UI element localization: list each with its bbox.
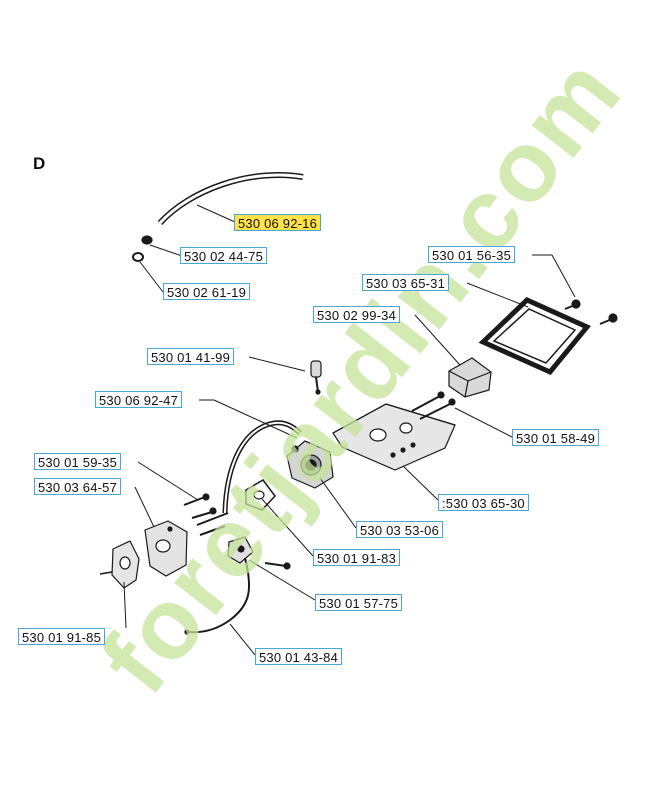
part-label-530-01-91-85[interactable]: 530 01 91-85 <box>18 628 106 645</box>
part-label-530-01-56-35[interactable]: 530 01 56-35 <box>428 246 516 263</box>
part-label-530-06-92-16[interactable]: 530 06 92-16 <box>234 214 322 231</box>
part-label-530-01-59-35[interactable]: 530 01 59-35 <box>34 453 122 470</box>
housing-screws-part <box>411 391 456 420</box>
fuel-hose-part <box>157 171 304 226</box>
part-label-530-03-53-06[interactable]: 530 03 53-06 <box>356 521 444 538</box>
flange-gasket-part <box>99 540 140 589</box>
part-label-530-02-61-19[interactable]: 530 02 61-19 <box>163 283 251 300</box>
part-label-530-03-65-31[interactable]: 530 03 65-31 <box>362 274 450 291</box>
leader-lines <box>123 204 576 656</box>
part-label-530-03-65-30[interactable]: :530 03 65-30 <box>438 494 529 511</box>
part-label-530-03-64-57[interactable]: 530 03 64-57 <box>34 478 122 495</box>
fitting-part <box>132 235 153 262</box>
plate-part <box>196 512 229 536</box>
part-label-530-01-91-83[interactable]: 530 01 91-83 <box>313 549 401 566</box>
part-label-530-01-58-49[interactable]: 530 01 58-49 <box>512 429 600 446</box>
throttle-wire-part <box>184 557 251 635</box>
impulse-hose-part <box>222 420 302 514</box>
part-label-530-06-92-47[interactable]: 530 06 92-47 <box>95 391 183 408</box>
bracket-part <box>227 536 291 570</box>
intake-manifold-part <box>144 520 188 577</box>
section-letter: D <box>33 154 46 173</box>
part-label-530-02-99-34[interactable]: 530 02 99-34 <box>313 306 401 323</box>
filter-housing-part <box>332 403 456 471</box>
filter-frame-part <box>478 297 592 376</box>
part-label-530-01-43-84[interactable]: 530 01 43-84 <box>255 648 343 665</box>
filter-element-part <box>448 357 492 398</box>
gasket-part <box>245 479 276 511</box>
adjuster-part <box>310 360 322 395</box>
part-label-530-01-41-99[interactable]: 530 01 41-99 <box>147 348 235 365</box>
carburetor-part <box>286 440 334 489</box>
part-label-530-01-57-75[interactable]: 530 01 57-75 <box>315 594 403 611</box>
screw-part <box>564 299 618 325</box>
part-label-530-02-44-75[interactable]: 530 02 44-75 <box>180 247 268 264</box>
manifold-screws-part <box>183 493 217 519</box>
